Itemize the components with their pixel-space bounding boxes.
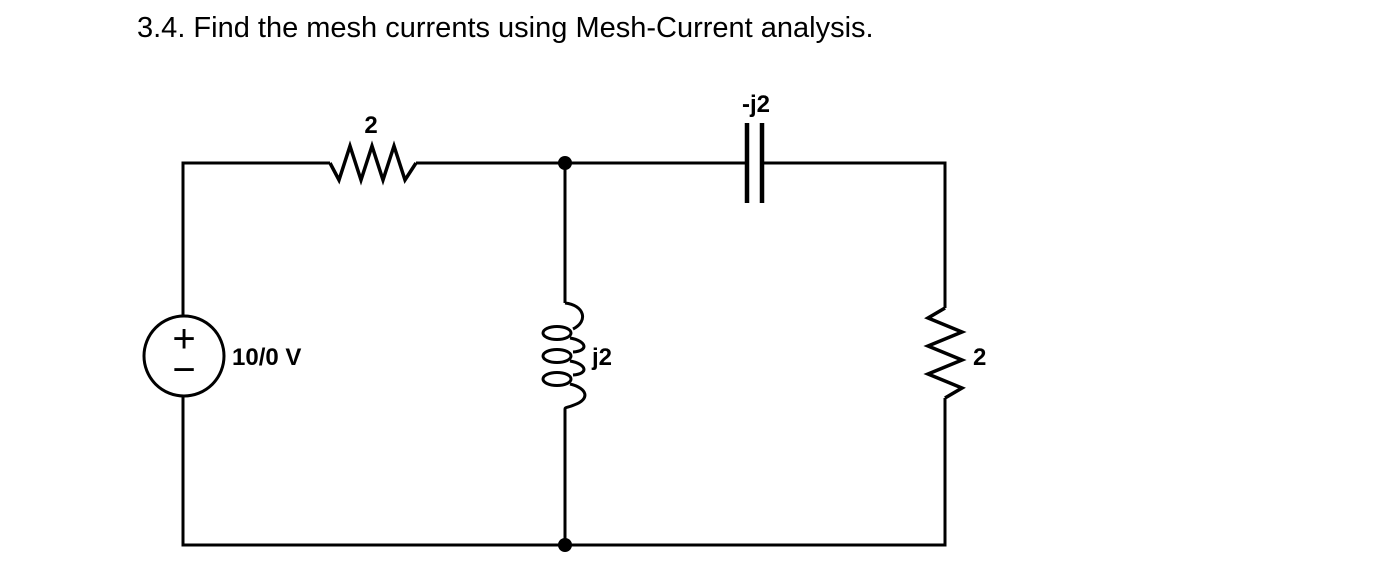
plus-icon: +: [172, 317, 195, 361]
problem-title: 3.4. Find the mesh currents using Mesh-C…: [137, 12, 874, 44]
voltage-source-circle-icon: [142, 314, 226, 398]
wire-top-left: [181, 161, 330, 316]
capacitor: -j2: [742, 91, 770, 203]
top-resistor-label: 2: [364, 112, 377, 139]
top-resistor: 2: [328, 112, 418, 186]
inductor-loop-2-icon: [541, 348, 573, 364]
junction-nodes: [558, 156, 572, 552]
inductor-loop-3-icon: [541, 371, 573, 387]
right-resistor-label: 2: [973, 344, 986, 371]
right-resistor-zigzag-icon: [923, 306, 967, 400]
inductor-coil-icon: [563, 301, 587, 410]
capacitor-plates-icon: [744, 123, 765, 203]
inductor-loop-1-icon: [541, 325, 573, 341]
wire-top-right: [762, 161, 947, 308]
capacitor-label: -j2: [742, 91, 770, 118]
inductor-label: j2: [591, 344, 612, 371]
resistor-zigzag-icon: [328, 140, 418, 186]
bottom-junction-dot: [558, 538, 572, 552]
right-resistor: 2: [923, 306, 986, 400]
minus-icon: −: [172, 348, 195, 392]
top-junction-dot: [558, 156, 572, 170]
voltage-source: + − 10/0 V: [142, 314, 301, 398]
inductor: j2: [541, 301, 612, 410]
voltage-source-label: 10/0 V: [232, 344, 301, 371]
